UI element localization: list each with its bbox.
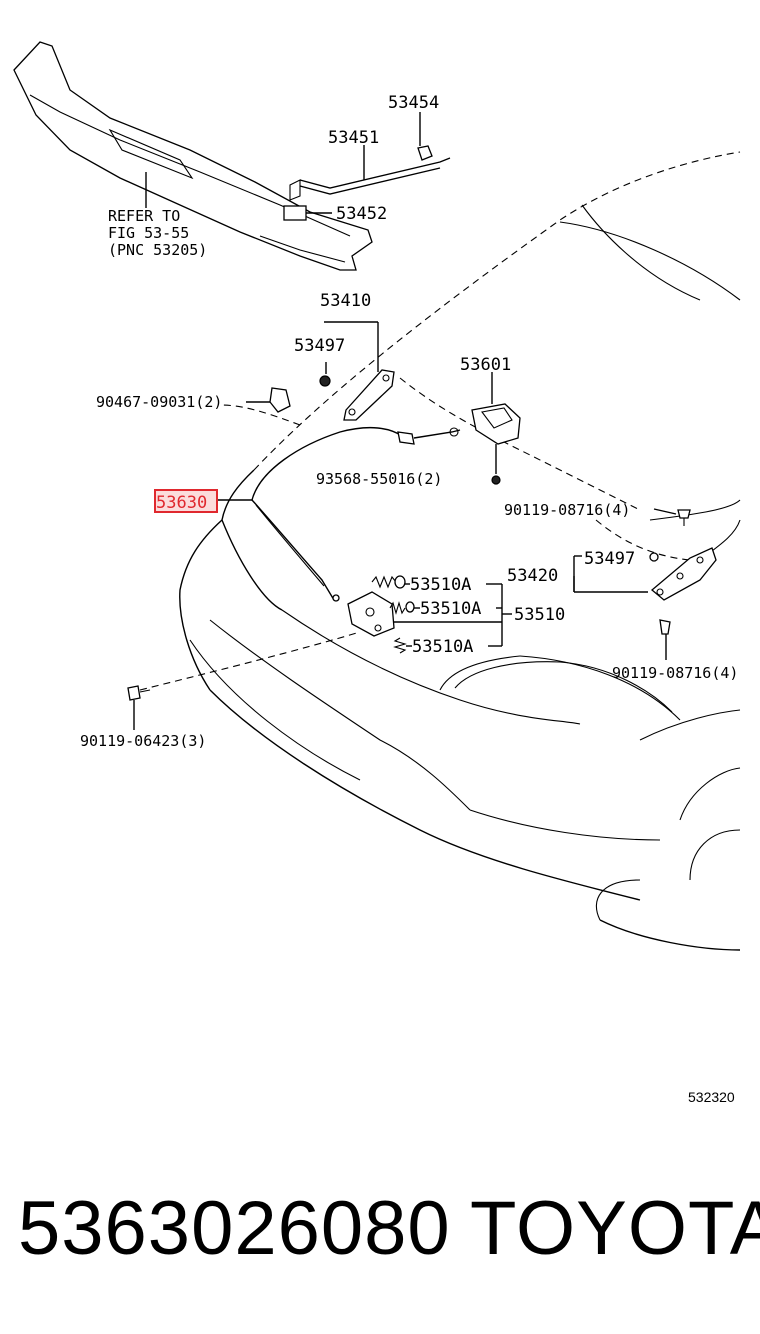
footer-part-number: 5363026080 xyxy=(18,1186,451,1271)
callout-53510: 53510 xyxy=(514,605,565,625)
callout-90467-09031: 90467-09031(2) xyxy=(96,393,222,411)
cowl-panel xyxy=(13,41,373,271)
callout-53497-right: 53497 xyxy=(584,549,635,569)
hood-lock-bracket-right xyxy=(573,508,717,660)
hood-hinge xyxy=(319,321,395,421)
callout-53497-top: 53497 xyxy=(294,336,345,356)
refer-note-line3: (PNC 53205) xyxy=(108,241,207,259)
refer-note-line1: REFER TO xyxy=(108,207,180,225)
cable-clip xyxy=(246,387,291,413)
highlight-box xyxy=(154,489,218,513)
callout-90119-06423: 90119-06423(3) xyxy=(80,732,206,750)
footer: 5363026080 TOYOTA xyxy=(0,1185,760,1295)
hood-lock-bracket xyxy=(471,372,521,485)
figure-code: 532320 xyxy=(688,1089,735,1105)
hood-lock-assembly xyxy=(347,575,512,654)
callout-53451: 53451 xyxy=(328,128,379,148)
callout-53510A-3: 53510A xyxy=(412,637,473,657)
callout-53510A-2: 53510A xyxy=(420,599,481,619)
footer-brand: TOYOTA xyxy=(470,1186,760,1271)
vehicle-body-outline xyxy=(139,151,741,951)
callout-53420: 53420 xyxy=(507,566,558,586)
hood-support-rod xyxy=(283,112,451,221)
callout-53630: 53630 xyxy=(156,493,207,513)
hood-release-cable xyxy=(216,427,461,602)
callout-90119-08716-a: 90119-08716(4) xyxy=(504,501,630,519)
callout-53452: 53452 xyxy=(336,204,387,224)
callout-53601: 53601 xyxy=(460,355,511,375)
callout-90119-08716-b: 90119-08716(4) xyxy=(612,664,738,682)
callout-93568-55016: 93568-55016(2) xyxy=(316,470,442,488)
bolt-90119-06423 xyxy=(127,685,151,730)
callout-53454: 53454 xyxy=(388,93,439,113)
callout-53510A-1: 53510A xyxy=(410,575,471,595)
refer-note-line2: FIG 53-55 xyxy=(108,224,189,242)
callout-53410: 53410 xyxy=(320,291,371,311)
